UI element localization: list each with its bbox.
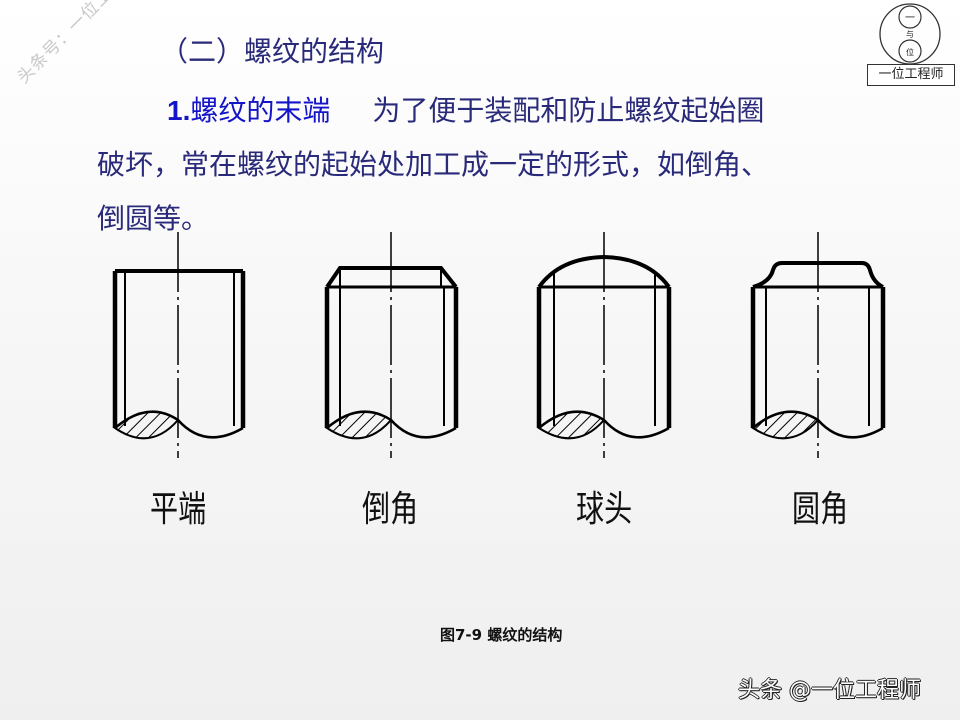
svg-text:与: 与 bbox=[906, 30, 914, 39]
svg-text:位: 位 bbox=[906, 47, 914, 57]
section-title: （二）螺纹的结构 bbox=[160, 35, 385, 68]
rounded-end-drawing bbox=[750, 232, 886, 458]
label-chamfer: 倒角 bbox=[362, 489, 419, 530]
flat-end-drawing bbox=[112, 232, 246, 458]
svg-text:一: 一 bbox=[905, 13, 915, 24]
footer-watermark: 头条 @一位工程师 bbox=[738, 678, 921, 703]
lead-term: 1.螺纹的末端 bbox=[167, 94, 331, 127]
figure-caption: 图7-9 螺纹的结构 bbox=[440, 626, 563, 644]
label-spherical: 球头 bbox=[576, 489, 633, 530]
paragraph-line-2: 破坏，常在螺纹的起始处加工成一定的形式，如倒角、 bbox=[97, 148, 770, 181]
label-flat-end: 平端 bbox=[150, 489, 207, 530]
paragraph-line-3: 倒圆等。 bbox=[97, 202, 210, 235]
body-paragraph: 1.螺纹的末端为了便于装配和防止螺纹起始圈 破坏，常在螺纹的起始处加工成一定的形… bbox=[97, 84, 877, 246]
spherical-end-drawing bbox=[536, 232, 672, 458]
thread-end-diagram bbox=[112, 232, 886, 458]
logo-label: 一位工程师 bbox=[867, 64, 955, 86]
paragraph-line-1: 1.螺纹的末端为了便于装配和防止螺纹起始圈 bbox=[167, 94, 765, 127]
diagonal-watermark: 头条号：一位工程师 bbox=[13, 0, 143, 88]
label-rounded: 圆角 bbox=[792, 489, 849, 530]
chamfer-end-drawing bbox=[324, 232, 459, 458]
